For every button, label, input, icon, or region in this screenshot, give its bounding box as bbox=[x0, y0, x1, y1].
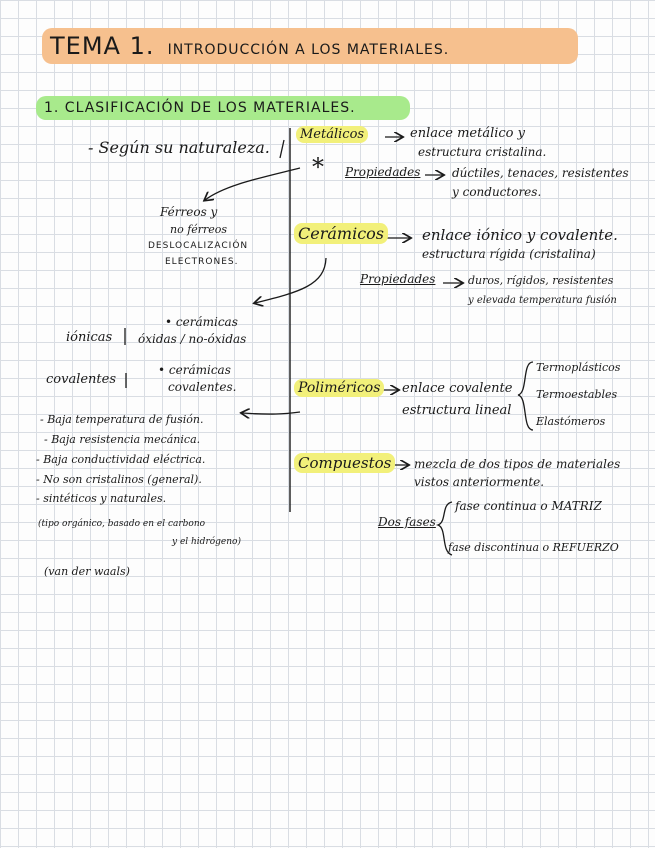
compuestos-desc2: vistos anteriormente. bbox=[414, 475, 545, 489]
category-polimericos: Poliméricos bbox=[294, 379, 385, 397]
category-compuestos: Compuestos bbox=[294, 453, 396, 473]
ferreos-line1: Férreos y bbox=[160, 205, 218, 219]
metalicos-prop-label: Propiedades bbox=[345, 165, 421, 179]
section-heading: 1. CLASIFICACIÓN DE LOS MATERIALES. bbox=[36, 96, 410, 120]
arrow-to-ferreos bbox=[205, 167, 301, 200]
ceramicos-desc2: estructura rígida (cristalina) bbox=[422, 247, 596, 261]
polymer-type-2: Termoestables bbox=[536, 388, 618, 401]
brace-phases bbox=[435, 501, 453, 556]
asterisk-mark: * bbox=[312, 153, 324, 181]
arrow-to-ceramicas bbox=[255, 257, 327, 303]
compuestos-desc1: mezcla de dos tipos de materiales bbox=[414, 457, 621, 471]
category-ceramicos: Cerámicos bbox=[294, 223, 388, 244]
criterion-text: - Según su naturaleza. bbox=[88, 138, 270, 157]
ceramicas-oxidas-line1: • cerámicas bbox=[165, 315, 238, 329]
brace-polymer-types bbox=[517, 361, 534, 431]
polymer-prop-5: - sintéticos y naturales. bbox=[36, 492, 167, 505]
polymer-note-1: (tipo orgánico, basado en el carbono bbox=[38, 519, 206, 529]
polymer-prop-4: - No son cristalinos (general). bbox=[36, 473, 202, 486]
metalicos-props2: y conductores. bbox=[452, 185, 542, 199]
polimericos-desc1: enlace covalente bbox=[402, 381, 513, 396]
deslocalizacion-line1: DESLOCALIZACIÓN bbox=[148, 241, 249, 251]
ceramicos-prop-label: Propiedades bbox=[360, 272, 436, 286]
ceramicos-desc1: enlace iónico y covalente. bbox=[422, 226, 618, 244]
ceramicas-covalentes-line1: • cerámicas bbox=[158, 363, 231, 377]
title-main: TEMA 1. bbox=[50, 32, 155, 60]
polymer-type-1: Termoplásticos bbox=[536, 361, 621, 374]
ceramicos-props2: y elevada temperatura fusión bbox=[468, 295, 617, 306]
ferreos-line2: no férreos bbox=[170, 223, 228, 236]
section-heading-wrap: 1. CLASIFICACIÓN DE LOS MATERIALES. bbox=[36, 96, 410, 120]
metalicos-props1: dúctiles, tenaces, resistentes bbox=[452, 166, 629, 180]
polymer-type-3: Elastómeros bbox=[536, 415, 606, 428]
polymer-prop-1: - Baja temperatura de fusión. bbox=[40, 413, 204, 426]
polymer-prop-3: - Baja conductividad eléctrica. bbox=[36, 453, 206, 466]
covalentes-label: covalentes bbox=[46, 372, 117, 387]
ceramicas-oxidas-line2: óxidas / no-óxidas bbox=[138, 332, 247, 346]
ceramicas-covalentes-line2: covalentes. bbox=[168, 380, 237, 394]
polymer-note-2: y el hidrógeno) bbox=[172, 537, 241, 547]
polymer-note-3: (van der waals) bbox=[44, 565, 130, 578]
title-line: TEMA 1. INTRODUCCIÓN A LOS MATERIALES. bbox=[42, 28, 578, 64]
ceramicos-props1: duros, rígidos, resistentes bbox=[468, 274, 614, 287]
phase-2: fase discontinua o REFUERZO bbox=[448, 541, 619, 554]
deslocalizacion-line2: ELECTRONES. bbox=[165, 257, 239, 267]
arrow-to-polymer-props bbox=[242, 412, 301, 414]
title-sub: INTRODUCCIÓN A LOS MATERIALES. bbox=[167, 42, 450, 58]
phase-1: fase continua o MATRIZ bbox=[455, 499, 602, 513]
metalicos-desc1: enlace metálico y bbox=[410, 126, 525, 141]
category-metalicos: Metálicos bbox=[296, 126, 369, 143]
polimericos-desc2: estructura lineal bbox=[402, 403, 512, 418]
metalicos-desc2: estructura cristalina. bbox=[418, 145, 547, 159]
polymer-prop-2: - Baja resistencia mecánica. bbox=[44, 433, 201, 446]
phases-label: Dos fases bbox=[378, 515, 436, 529]
ionicas-label: iónicas bbox=[66, 330, 113, 345]
